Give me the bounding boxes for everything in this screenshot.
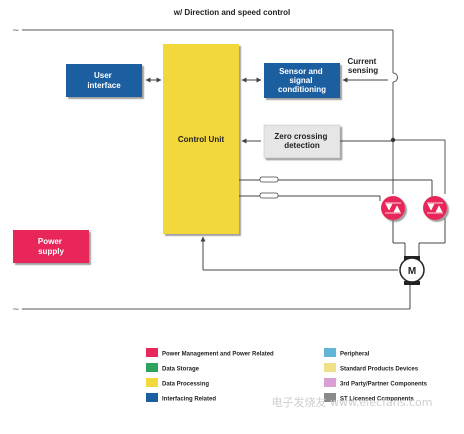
sensor-block xyxy=(264,63,340,98)
zero-crossing-label: Zero crossing detection xyxy=(274,132,329,150)
user-interface-label: User interface xyxy=(87,71,121,90)
legend-label: Peripheral xyxy=(340,352,370,358)
control-unit-label: Control Unit xyxy=(178,135,225,144)
gate-resistor-2 xyxy=(259,192,279,199)
legend-label: Data Processing xyxy=(162,382,209,388)
ac-bottom-symbol: ~ xyxy=(12,305,20,315)
control-unit-block xyxy=(163,44,239,234)
triac-left xyxy=(381,196,405,220)
connectors xyxy=(145,77,446,309)
control-unit-text: Control Unit xyxy=(178,135,225,144)
sensor-line-2: signal xyxy=(289,76,312,85)
junction-dot xyxy=(390,137,396,143)
legend-label: Data Storage xyxy=(162,367,200,373)
watermark-text: 电子发烧友 www.elecfans.com xyxy=(272,395,433,409)
zero-crossing-line-1: Zero crossing xyxy=(274,132,327,141)
legend-swatch xyxy=(324,348,336,357)
current-sense-loop xyxy=(392,72,398,83)
motor-label: M xyxy=(408,266,416,277)
legend-swatch xyxy=(146,393,158,402)
gate-resistor-1 xyxy=(259,176,279,183)
sensor-line-3: conditioning xyxy=(278,85,326,94)
power-supply-line-1: Power xyxy=(38,237,62,246)
user-interface-line-1: User xyxy=(94,71,112,80)
power-supply-block xyxy=(13,230,89,263)
current-sensing-line-1: Current xyxy=(347,57,376,66)
power-supply-label: Power supply xyxy=(38,237,65,256)
user-interface-line-2: interface xyxy=(87,81,121,90)
user-interface-block xyxy=(66,64,142,97)
zero-crossing-block xyxy=(263,124,341,159)
sensor-label: Sensor and signal conditioning xyxy=(278,67,326,94)
current-sensing-line-2: sensing xyxy=(348,66,378,75)
power-supply-line-2: supply xyxy=(38,247,64,256)
legend-label: Power Management and Power Related xyxy=(162,352,274,358)
zero-crossing-line-2: detection xyxy=(284,141,320,150)
ac-top-symbol: ~ xyxy=(12,26,20,36)
legend-label: Interfacing Related xyxy=(162,397,216,403)
motor: M xyxy=(399,256,425,285)
legend-label: ST Licensed Components xyxy=(340,397,414,403)
ac-lines xyxy=(22,29,446,310)
legend-swatch xyxy=(324,363,336,372)
legend-swatch xyxy=(324,393,336,402)
legend-swatch xyxy=(324,378,336,387)
current-sensing-label: Current sensing xyxy=(347,57,378,75)
diagram-title: w/ Direction and speed control xyxy=(173,8,290,17)
legend-swatch xyxy=(146,363,158,372)
legend-swatch xyxy=(146,378,158,387)
triac-right xyxy=(423,196,447,220)
sensor-line-1: Sensor and xyxy=(279,67,323,76)
legend-label: 3rd Party/Partner Components xyxy=(340,382,428,388)
legend-swatch xyxy=(146,348,158,357)
legend-label: Standard Products Devices xyxy=(340,367,419,373)
